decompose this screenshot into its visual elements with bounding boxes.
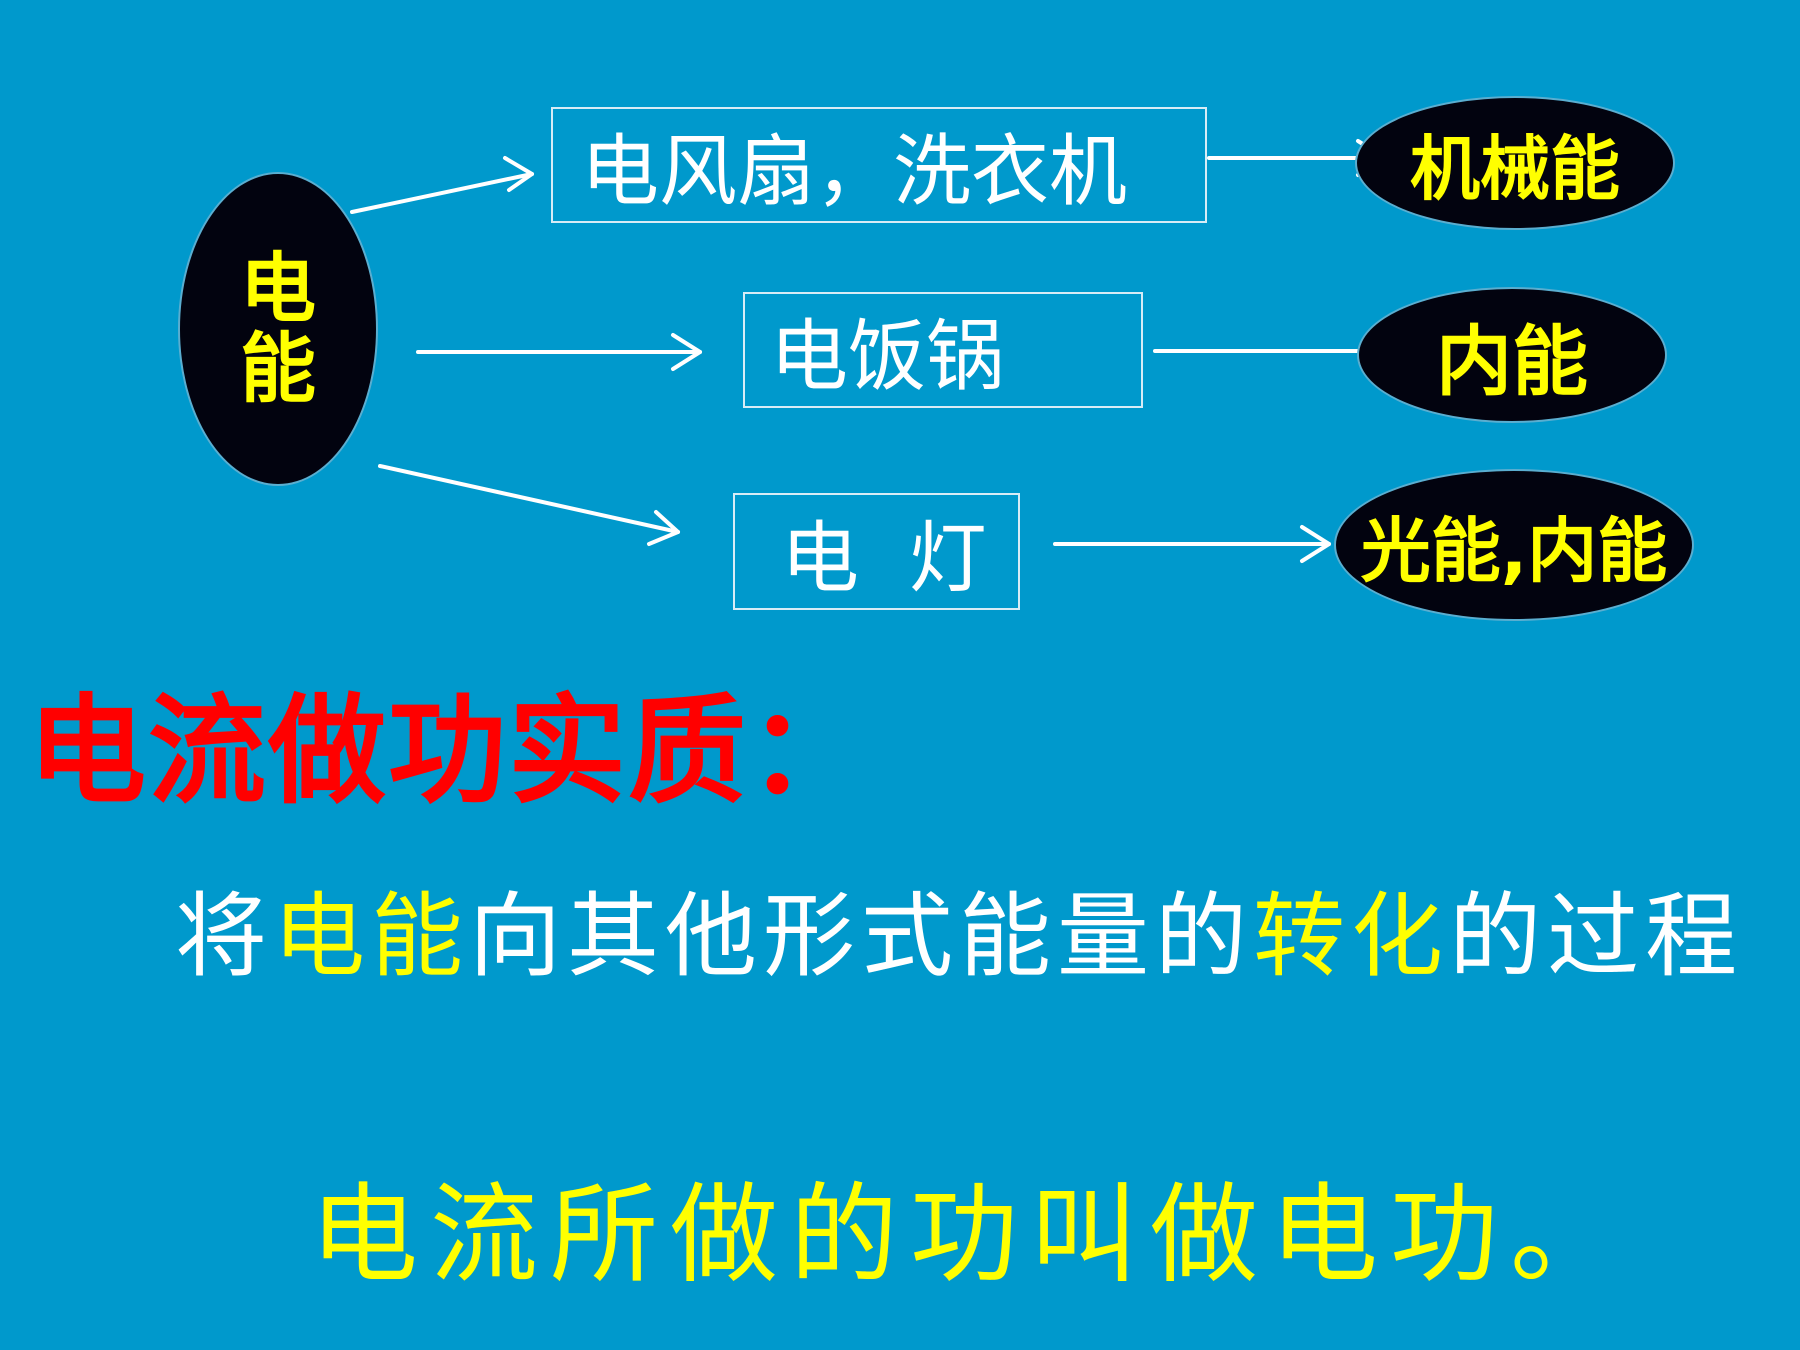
source-label-line-2: 能 (240, 324, 316, 413)
device-box-fan-washer: 电风扇，洗衣机 (551, 107, 1207, 223)
sentence-part-3: 向其他形式能量的 (469, 883, 1254, 990)
result-oval-light-internal: 光能,内能 (1334, 469, 1694, 621)
sentence-highlight-conversion: 转化 (1253, 883, 1450, 990)
electric-energy-oval: 电 能 (178, 172, 378, 486)
arrow-source-to-fan (350, 156, 534, 214)
sentence-part-1: 将 (175, 883, 274, 990)
device-box-rice-cooker: 电饭锅 (743, 292, 1143, 408)
arrow-source-to-lamp (378, 464, 680, 546)
result-oval-mechanical: 机械能 (1355, 96, 1675, 230)
arrow-source-to-cooker (416, 333, 702, 371)
sentence-part-5: 的过程 (1449, 883, 1744, 990)
result-oval-internal: 内能 (1357, 287, 1667, 423)
essence-heading: 电流做功实质： (28, 682, 869, 820)
source-label-line-1: 电 (240, 244, 316, 334)
device-box-lamp: 电 灯 (733, 493, 1020, 610)
arrow-lamp-to-light (1053, 525, 1331, 563)
definition-statement: 电流所做的功叫做电功。 (310, 1173, 1631, 1298)
essence-sentence: 将电能向其他形式能量的转化的过程 (175, 862, 1743, 995)
sentence-highlight-electric-energy: 电能 (273, 883, 470, 990)
